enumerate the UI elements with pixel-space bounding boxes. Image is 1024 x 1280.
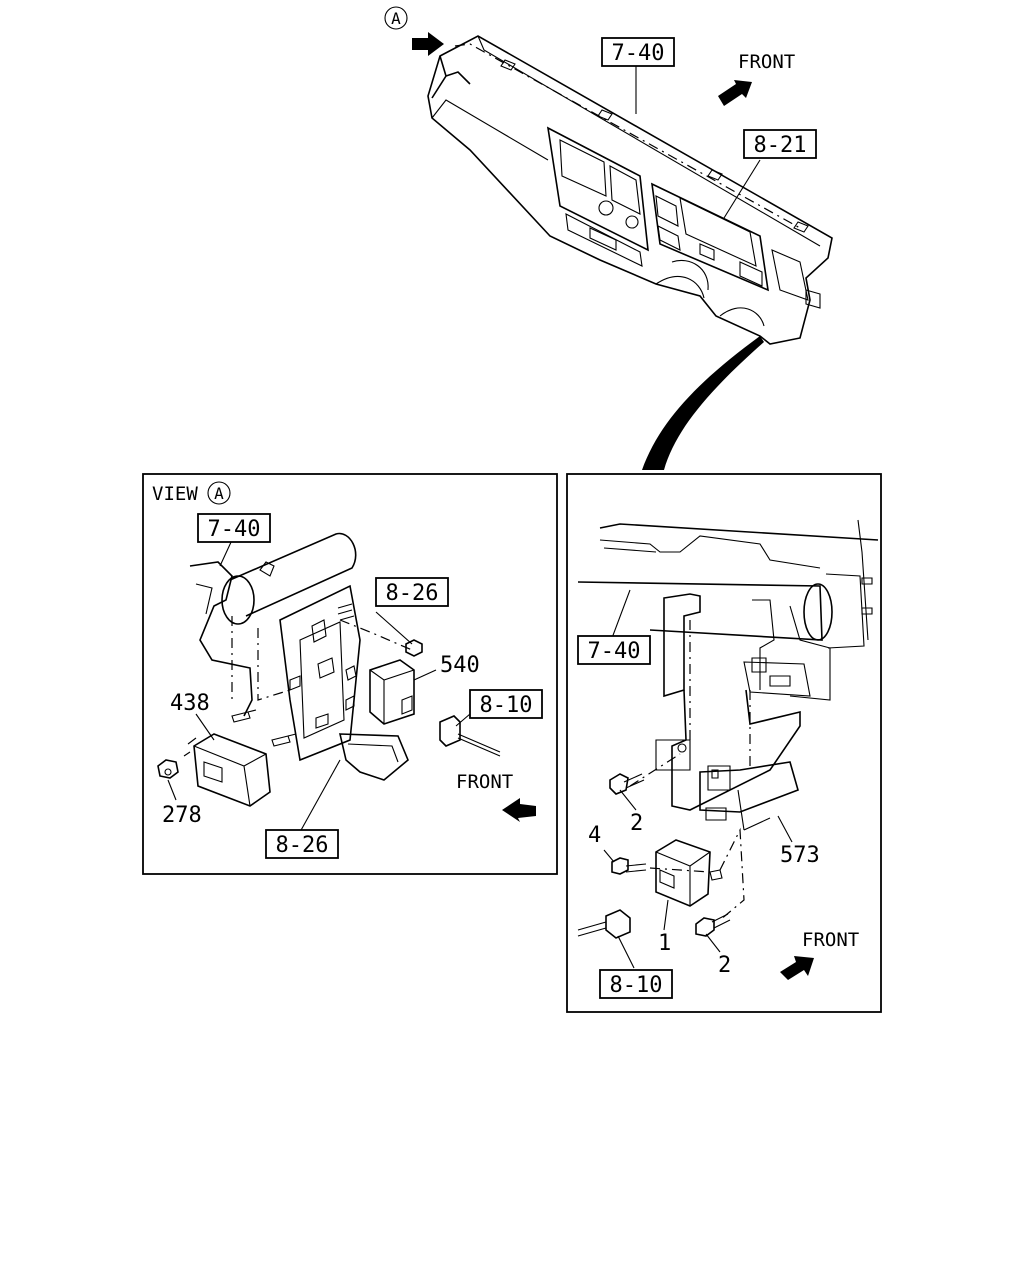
callout-8-21: 8-21 — [743, 129, 817, 159]
view-a-assembly-drawing — [157, 532, 501, 833]
svg-text:8-21: 8-21 — [754, 133, 807, 158]
view-a-frame — [142, 473, 558, 875]
callout-8-10-detail: 8-10 — [599, 969, 673, 999]
svg-text:8-26: 8-26 — [276, 833, 329, 858]
detail-assembly-drawing — [577, 519, 879, 969]
callout-8-10-view-a: 8-10 — [469, 689, 543, 719]
instrument-panel-drawing — [427, 35, 833, 345]
view-a-title-marker-circle — [207, 481, 231, 505]
view-a-title: VIEW — [152, 483, 198, 505]
svg-text:8-26: 8-26 — [386, 581, 439, 606]
part-number-4: 4 — [588, 823, 601, 848]
detail-view-frame — [566, 473, 882, 1013]
part-number-573: 573 — [780, 843, 820, 868]
svg-text:7-40: 7-40 — [588, 639, 641, 664]
callout-7-40-top: 7-40 — [601, 37, 675, 67]
view-a-indicator: A — [384, 6, 444, 56]
view-a-arrow-icon — [412, 32, 444, 56]
part-number-278: 278 — [162, 803, 202, 828]
callout-8-26-view-a-upper: 8-26 — [375, 577, 449, 607]
front-arrow-view-a-icon — [502, 798, 536, 822]
front-arrow-detail-icon — [780, 956, 814, 980]
part-number-540: 540 — [440, 653, 480, 678]
callout-7-40-detail: 7-40 — [577, 635, 651, 665]
part-number-2-upper: 2 — [630, 811, 643, 836]
front-label-detail: FRONT — [802, 929, 859, 951]
part-number-1: 1 — [658, 931, 671, 956]
callout-7-40-view-a: 7-40 — [197, 513, 271, 543]
svg-text:8-10: 8-10 — [610, 973, 663, 998]
view-a-marker-letter: A — [391, 9, 401, 28]
front-label-view-a: FRONT — [456, 771, 513, 793]
view-a-title-marker: A — [214, 484, 224, 503]
part-number-438: 438 — [170, 691, 210, 716]
svg-text:7-40: 7-40 — [208, 517, 261, 542]
svg-text:7-40: 7-40 — [612, 41, 665, 66]
front-arrow-top-icon — [718, 80, 752, 106]
part-number-2-lower: 2 — [718, 953, 731, 978]
detail-curved-arrow-icon — [642, 336, 764, 470]
svg-text:8-10: 8-10 — [480, 693, 533, 718]
front-label-top: FRONT — [738, 51, 795, 73]
callout-8-26-view-a-lower: 8-26 — [265, 829, 339, 859]
